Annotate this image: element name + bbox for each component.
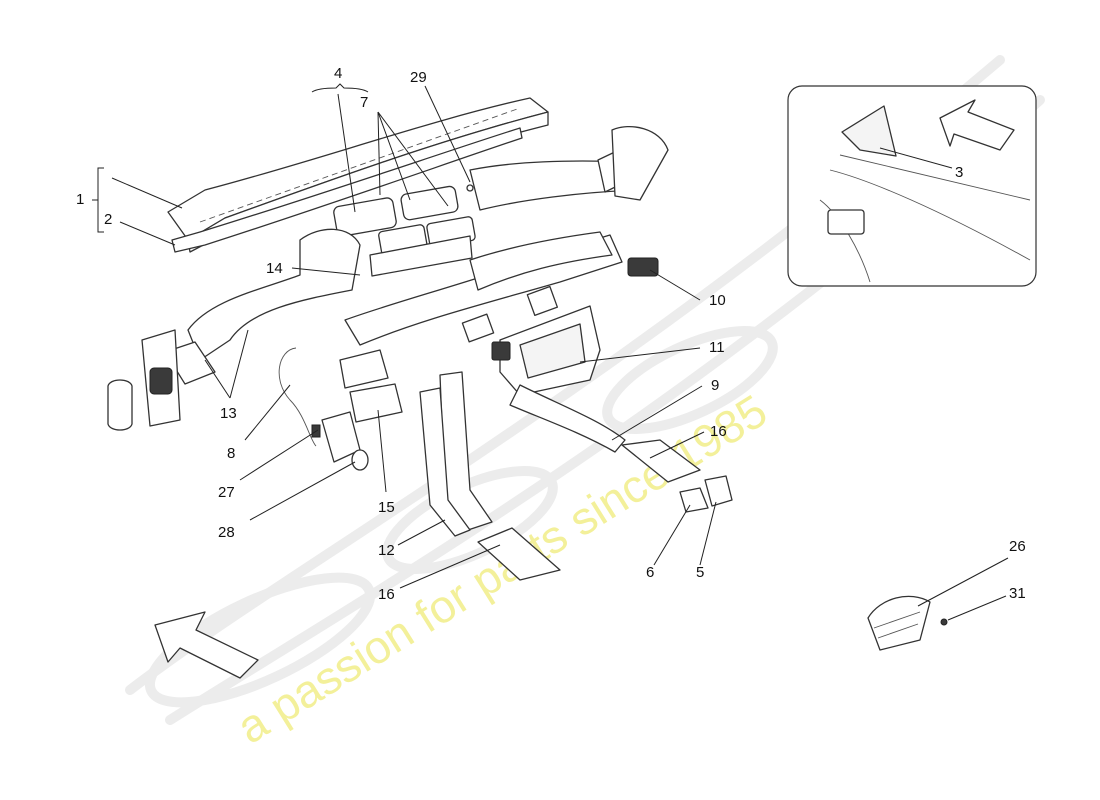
callout-14: 14 <box>266 260 283 277</box>
callout-5: 5 <box>696 564 705 581</box>
callout-7: 7 <box>360 94 369 111</box>
callout-28: 28 <box>218 524 235 541</box>
callout-11: 11 <box>709 339 725 356</box>
leader-lines <box>111 85 1009 621</box>
callout-31: 31 <box>1009 585 1026 602</box>
left-duct <box>107 228 361 431</box>
callout-16-lower: 16 <box>378 586 395 603</box>
callout-8: 8 <box>227 445 236 462</box>
bracket-4 <box>311 83 369 93</box>
callout-16-upper: 16 <box>710 423 727 440</box>
floor-ducts <box>419 371 733 581</box>
callout-3: 3 <box>955 164 964 181</box>
callout-2: 2 <box>104 211 113 228</box>
direction-arrow <box>154 611 259 679</box>
small-vent-part <box>867 595 948 651</box>
callout-15: 15 <box>378 499 395 516</box>
callout-12: 12 <box>378 542 395 559</box>
inset-detail-box <box>787 85 1037 287</box>
callout-10: 10 <box>709 292 726 309</box>
callout-6: 6 <box>646 564 655 581</box>
side-vent-and-hose <box>278 347 403 471</box>
callout-29: 29 <box>410 69 427 86</box>
center-vents <box>333 184 476 277</box>
dashboard-upper-panel <box>167 97 549 253</box>
callout-13: 13 <box>220 405 237 422</box>
callout-4: 4 <box>334 65 343 82</box>
bracket-1-2 <box>92 167 104 233</box>
center-duct <box>339 126 669 389</box>
callout-26: 26 <box>1009 538 1026 555</box>
callout-1: 1 <box>76 191 85 208</box>
callout-27: 27 <box>218 484 235 501</box>
center-bezel <box>491 305 601 396</box>
callout-9: 9 <box>711 377 720 394</box>
